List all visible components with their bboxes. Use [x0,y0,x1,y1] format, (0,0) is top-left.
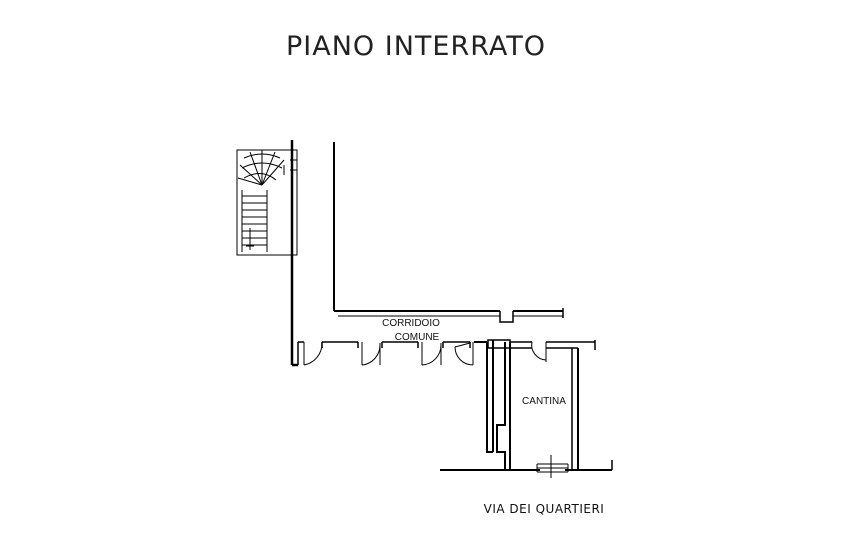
staircase [236,149,298,256]
cellar-walls [440,339,613,478]
street-label: VIA DEI QUARTIERI [484,502,605,516]
corridor-walls [290,140,564,367]
cellar-label: CANTINA [522,396,566,407]
plan-title: PIANO INTERRATO [286,31,546,62]
corridor-label-line1: CORRIDOIO [382,318,440,329]
corridor-label-line2: COMUNE [395,332,440,343]
door-swings [303,341,547,366]
